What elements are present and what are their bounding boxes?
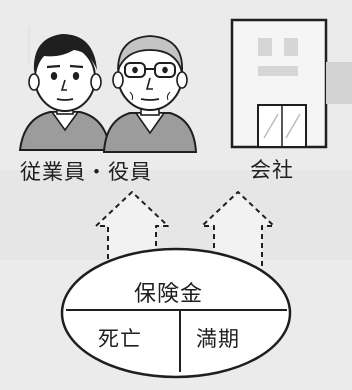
people-label: 従業員・役員 [20, 160, 152, 184]
arrow-to-company [201, 191, 275, 268]
insurance-fund-label: 保険金 [134, 282, 204, 307]
insurance-fund-ellipse [60, 247, 292, 379]
maturity-benefit-label: 満期 [196, 327, 240, 351]
arrow-to-people [95, 191, 169, 268]
company-label: 会社 [250, 158, 294, 182]
death-benefit-label: 死亡 [98, 327, 142, 351]
company-building-icon [230, 18, 352, 149]
executive-icon [102, 35, 198, 153]
employee-icon [18, 34, 112, 151]
